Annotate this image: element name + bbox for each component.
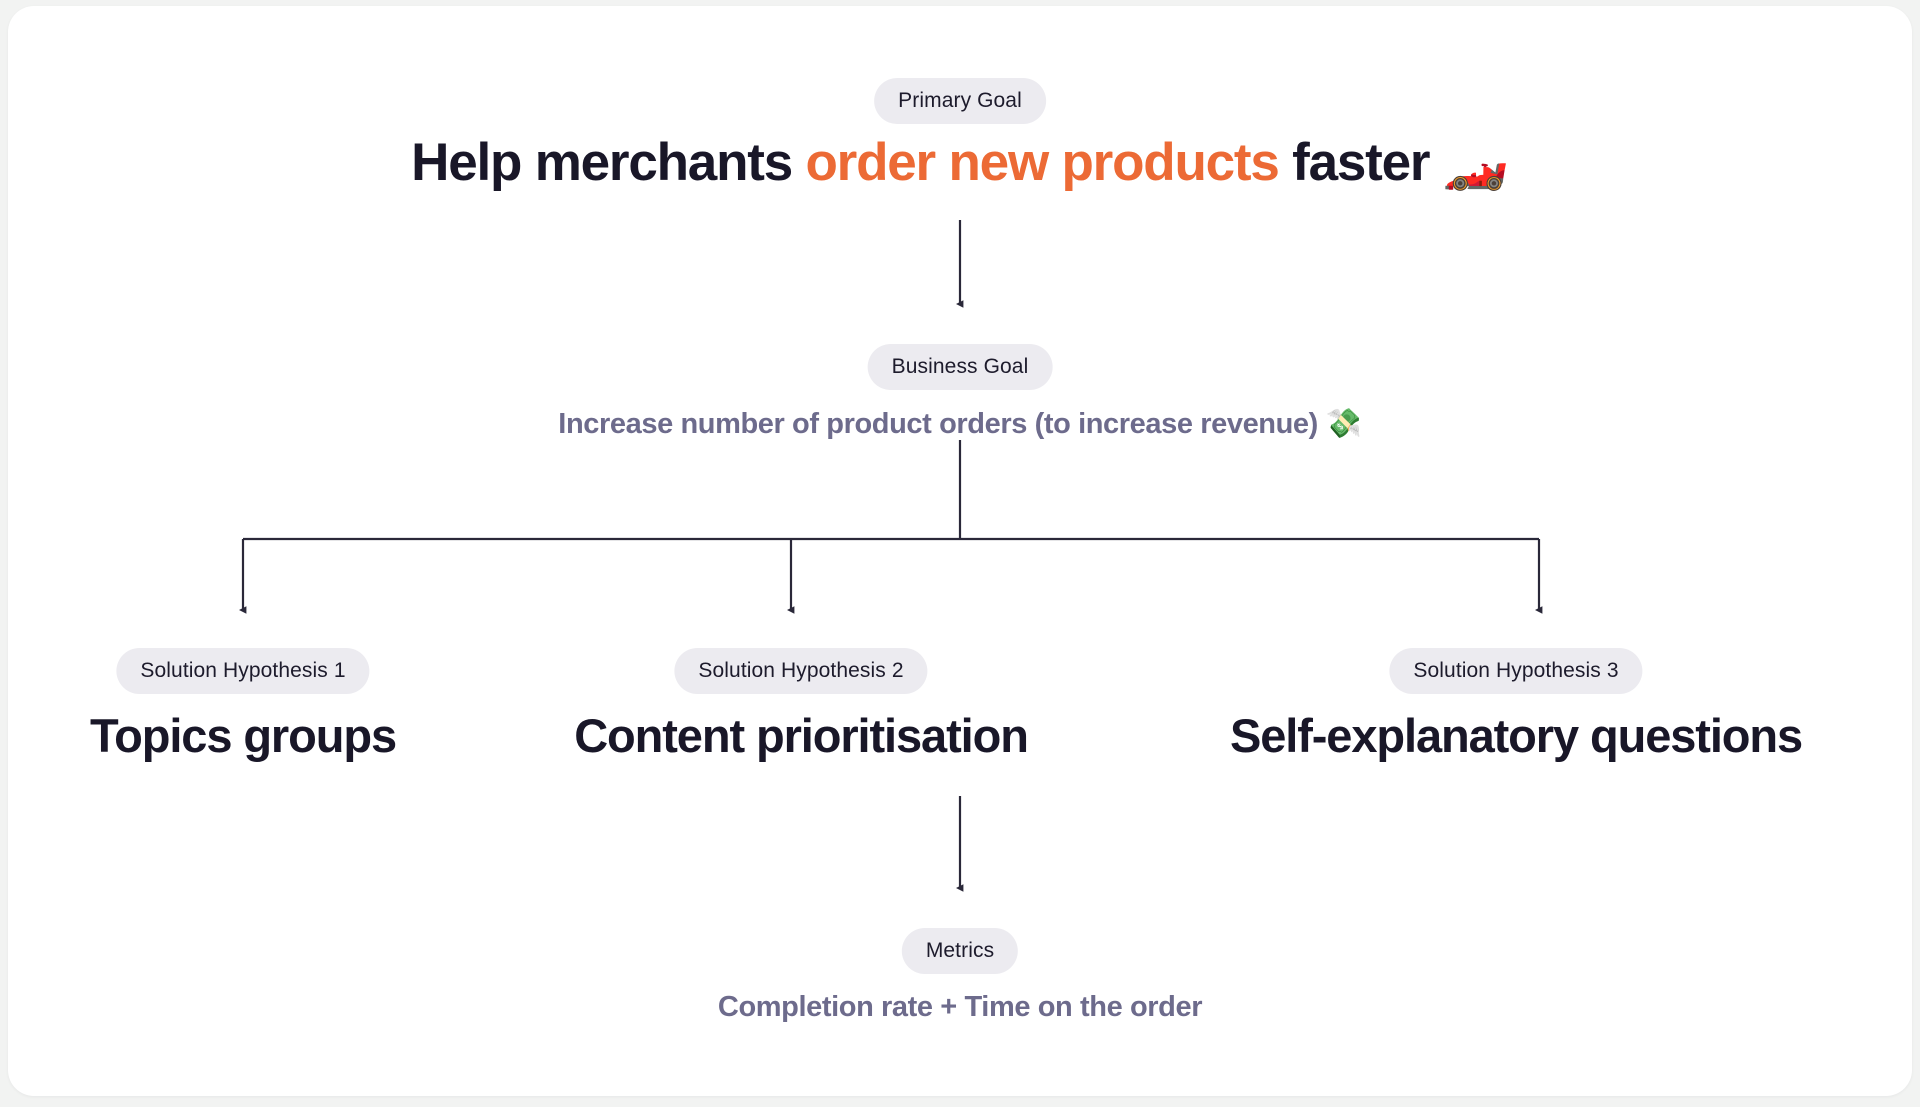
metrics-text: Completion rate + Time on the order	[717, 991, 1203, 1023]
pill-solution-hypothesis-1: Solution Hypothesis 1	[116, 648, 370, 694]
primary-title-part-1: Help merchants	[411, 133, 806, 192]
hypothesis-1-title: Topics groups	[89, 709, 397, 762]
primary-goal-title: Help merchants order new products faster…	[411, 136, 1509, 189]
pill-metrics: Metrics	[901, 928, 1019, 974]
business-goal-text: Increase number of product orders (to in…	[558, 409, 1361, 439]
primary-title-accent: order new products	[805, 133, 1280, 192]
pill-business-goal: Business Goal	[867, 344, 1053, 390]
racing-car-emoji: 🏎️	[1442, 132, 1509, 193]
pill-solution-hypothesis-2: Solution Hypothesis 2	[674, 648, 928, 694]
pill-solution-hypothesis-3: Solution Hypothesis 3	[1389, 648, 1643, 694]
pill-primary-goal: Primary Goal	[874, 78, 1046, 124]
primary-title-part-2: faster	[1278, 133, 1443, 192]
money-with-wings-emoji: 💸	[1325, 406, 1362, 440]
diagram-card: Primary Goal Help merchants order new pr…	[8, 6, 1912, 1096]
hypothesis-3-title: Self-explanatory questions	[1229, 709, 1803, 762]
hypothesis-2-title: Content prioritisation	[574, 709, 1029, 762]
business-goal-label: Increase number of product orders (to in…	[558, 408, 1326, 440]
